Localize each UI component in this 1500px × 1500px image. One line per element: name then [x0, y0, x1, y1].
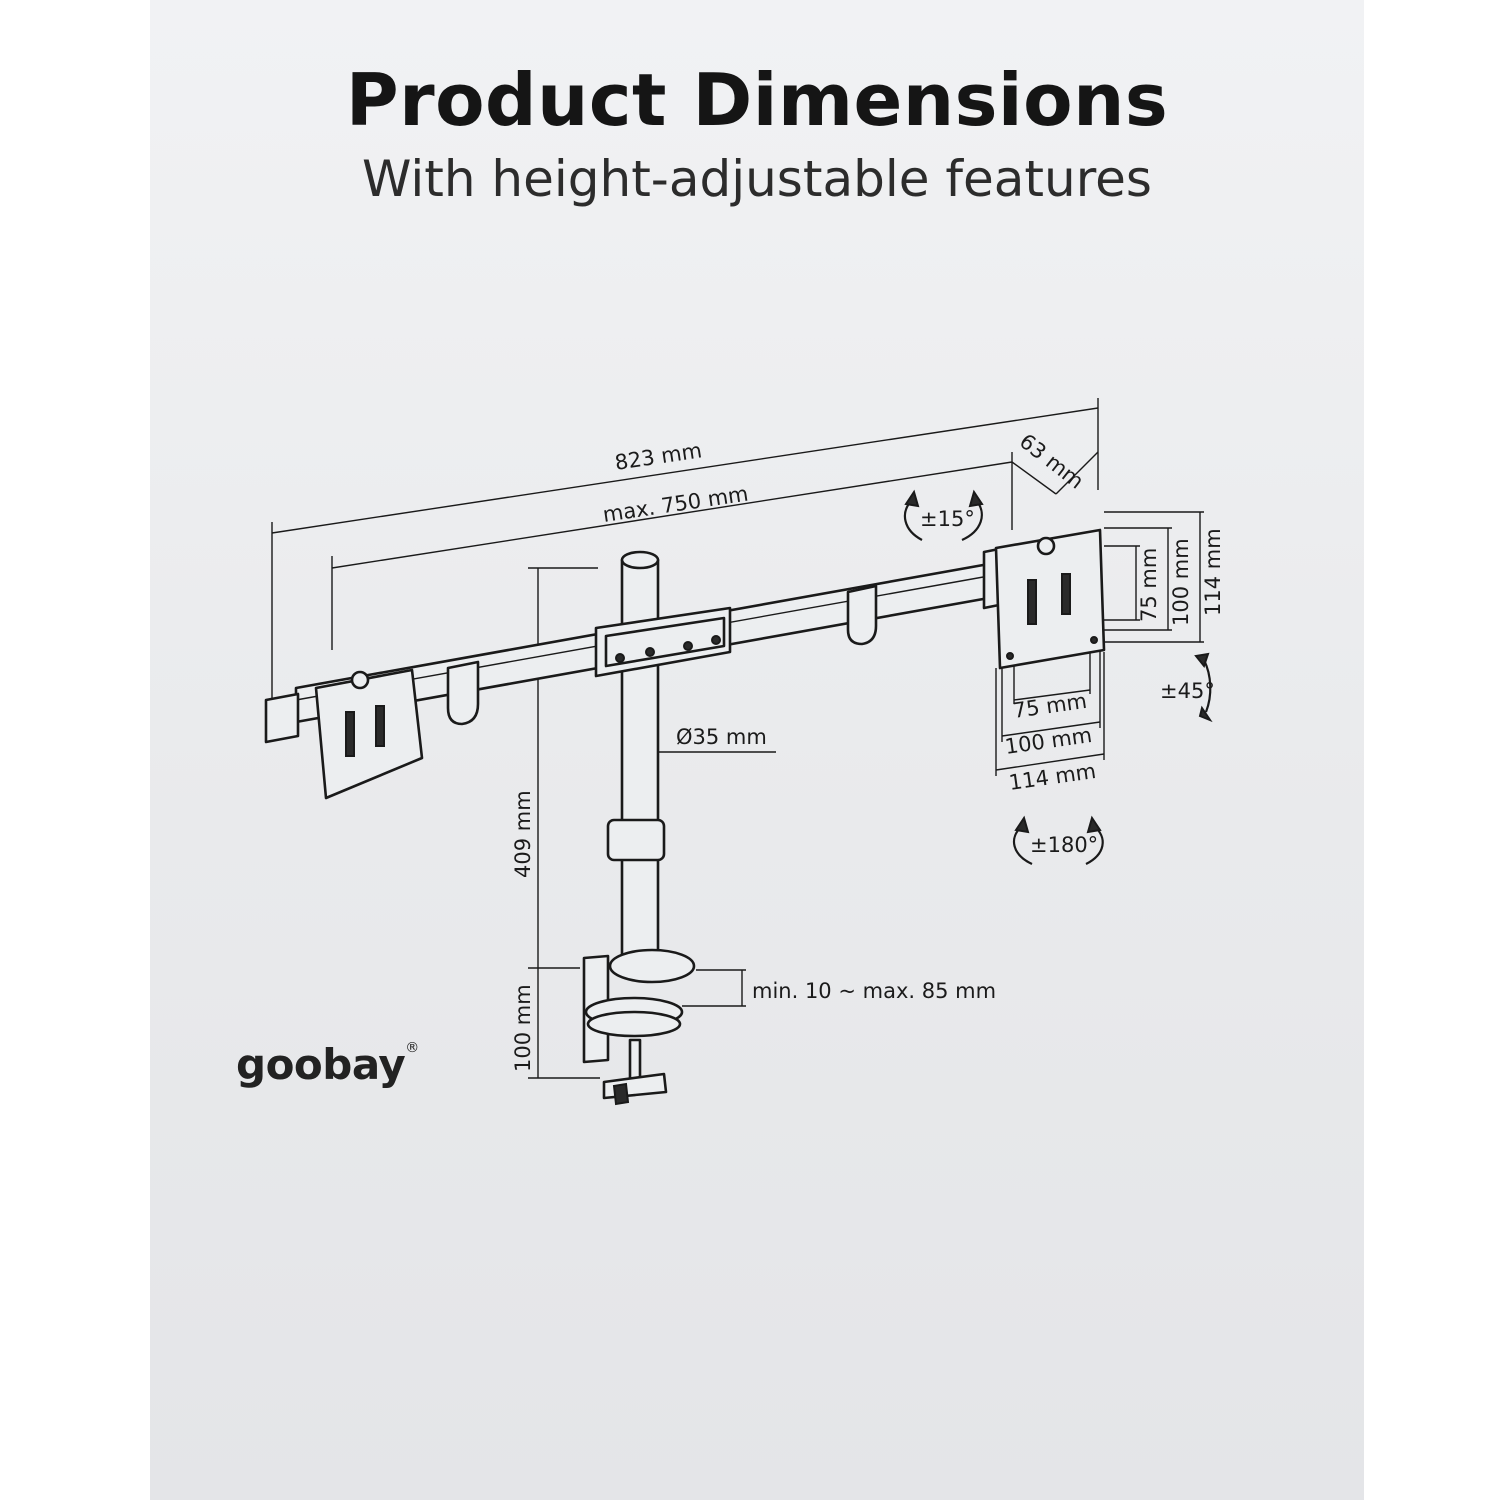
vesa-v-plate-label: 114 mm — [1201, 528, 1225, 616]
desk-clamp — [582, 948, 696, 1106]
depth-label: 63 mm — [1015, 429, 1088, 494]
desk-thickness-label: min. 10 ~ max. 85 mm — [752, 979, 996, 1003]
page-title: Product Dimensions — [345, 58, 1169, 142]
rotation-arrows — [903, 489, 1213, 865]
brand-logo: goobay® — [236, 1040, 419, 1089]
vesa-h-medium-label: 100 mm — [1003, 723, 1093, 759]
page-subtitle: With height-adjustable features — [362, 150, 1152, 208]
left-vesa-plate — [314, 668, 424, 800]
clamp-height-label: 100 mm — [511, 984, 535, 1072]
vesa-h-plate-label: 114 mm — [1007, 759, 1097, 795]
pole — [594, 550, 732, 972]
vesa-v-small-label: 75 mm — [1137, 548, 1161, 622]
rotation-label: ±45° — [1160, 679, 1215, 703]
pole-diameter-label: Ø35 mm — [676, 725, 767, 749]
max-width-label: max. 750 mm — [601, 482, 750, 527]
pole-height-label: 409 mm — [511, 790, 535, 878]
swivel-label: ±180° — [1030, 833, 1098, 857]
tilt-label: ±15° — [920, 507, 975, 531]
vesa-v-medium-label: 100 mm — [1169, 538, 1193, 626]
registered-mark: ® — [405, 1040, 419, 1056]
vesa-h-small-label: 75 mm — [1011, 689, 1088, 723]
dimension-lines — [271, 398, 1204, 1079]
logo-oo: oo — [263, 1040, 323, 1089]
right-vesa-plate — [994, 528, 1106, 670]
